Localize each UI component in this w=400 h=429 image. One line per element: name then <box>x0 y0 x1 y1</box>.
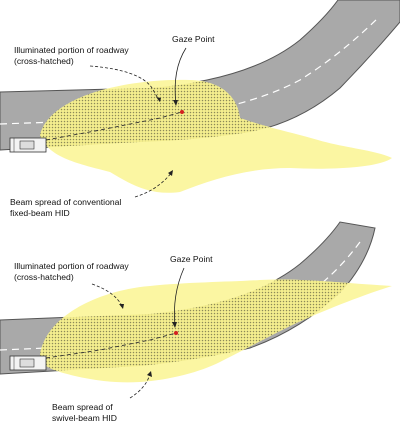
car-icon <box>9 137 47 153</box>
leader-illuminated-top <box>89 65 161 103</box>
gaze-line-top <box>45 111 183 141</box>
gaze-point-label-bottom: Gaze Point <box>170 254 213 264</box>
illuminated-label-bottom-line2: (cross-hatched) <box>14 272 74 282</box>
arrowhead-icon <box>147 371 152 377</box>
leader-gaze-bottom <box>174 267 185 327</box>
arrowhead-icon <box>168 170 173 176</box>
arrowhead-icon <box>172 322 177 328</box>
leader-beam-top <box>134 171 173 198</box>
arrowhead-icon <box>156 97 161 102</box>
arrowhead-icon <box>119 304 124 309</box>
beam-label-bottom-line2: swivel-beam HID <box>52 413 117 423</box>
illuminated-region-top <box>40 79 392 150</box>
top-diagram: Illuminated portion of roadway (cross-ha… <box>0 0 400 218</box>
lane-marking-bottom <box>0 241 361 351</box>
illuminated-label-top-line2: (cross-hatched) <box>14 56 74 66</box>
leader-illuminated-bottom <box>91 283 123 307</box>
beam-label-top-line2: fixed-beam HID <box>10 208 70 218</box>
illuminated-label-top-line1: Illuminated portion of roadway <box>14 45 129 55</box>
leader-beam-bottom <box>129 373 151 399</box>
gaze-point-label-top: Gaze Point <box>172 34 215 44</box>
gaze-point-marker <box>174 331 178 335</box>
gaze-point-marker <box>180 110 184 114</box>
leader-gaze-top <box>174 47 187 105</box>
beam-label-bottom-line1: Beam spread of <box>52 402 113 412</box>
bottom-diagram: Illuminated portion of roadway (cross-ha… <box>0 221 392 423</box>
gaze-line-bottom <box>45 332 177 359</box>
illuminated-label-bottom-line1: Illuminated portion of roadway <box>14 261 129 271</box>
car-icon <box>9 355 47 371</box>
arrowhead-icon <box>173 100 178 106</box>
beam-label-top-line1: Beam spread of conventional <box>10 197 121 207</box>
